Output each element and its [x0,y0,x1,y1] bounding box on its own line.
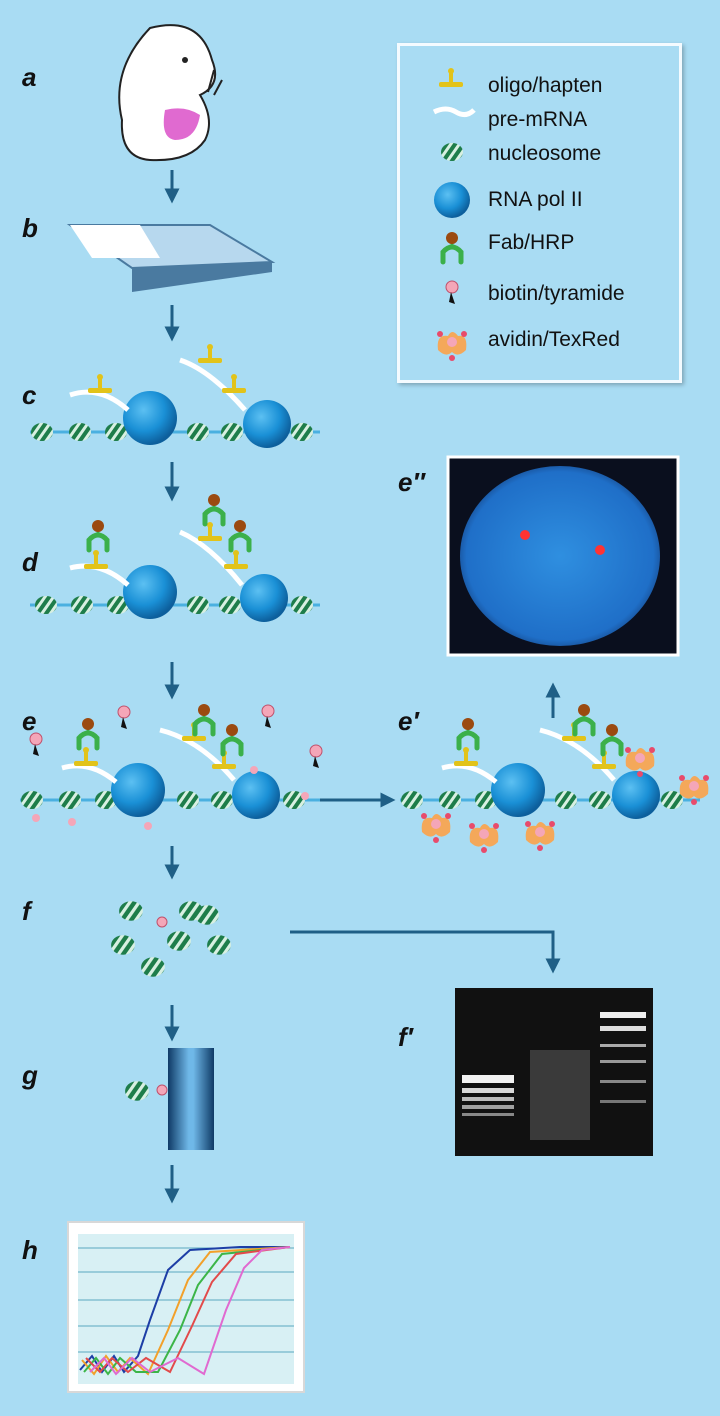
legend-icons [432,68,476,361]
legend-label-fab-hrp: Fab/HRP [488,231,575,254]
panel-label-e-double-prime: e″ [398,467,425,497]
legend-box: oligo/hapten pre-mRNA nucleosome RNA pol… [397,43,682,383]
fab-hrp-icon [443,232,461,262]
avidin-texred-icon [437,331,467,361]
panel-label-d: d [22,547,38,577]
panel-label-c: c [22,380,37,410]
legend-label-oligo-hapten: oligo/hapten [488,74,603,97]
panel-label-f: f [22,896,31,926]
legend-label-nucleosome: nucleosome [488,142,602,165]
nucleosome-icon [441,143,463,161]
rna-pol-ii-icon [434,182,470,218]
nucleus-micrograph [446,455,680,657]
panel-label-g: g [22,1060,38,1090]
panel-label-f-prime: f′ [398,1022,413,1052]
panel-label-b: b [22,213,38,243]
legend-label-pre-mrna: pre-mRNA [488,108,588,131]
flow-arrows [164,170,561,1204]
biotin-tyramide-icon [445,280,459,305]
chromatin-c [30,344,320,448]
legend-label-biotin-tyramide: biotin/tyramide [488,282,625,305]
agarose-gel-image [455,988,653,1156]
microscope-slide [66,224,276,292]
legend-label-rna-pol-ii: RNA pol II [488,188,583,211]
qpcr-plot [67,1221,305,1393]
chromatin-e [20,704,323,830]
embryo-illustration [118,24,223,162]
panel-label-e-prime: e′ [398,706,419,736]
panel-label-h: h [22,1235,38,1265]
affinity-column [125,1048,214,1150]
pre-mrna-icon [432,106,476,118]
panel-label-a: a [22,62,37,92]
legend-label-avidin-texred: avidin/TexRed [488,328,620,351]
chromatin-e-prime [400,704,709,853]
panel-label-e: e [22,706,37,736]
fragmented-chromatin [111,901,231,977]
oligo-hapten-icon [439,68,463,87]
chromatin-d [30,494,320,622]
